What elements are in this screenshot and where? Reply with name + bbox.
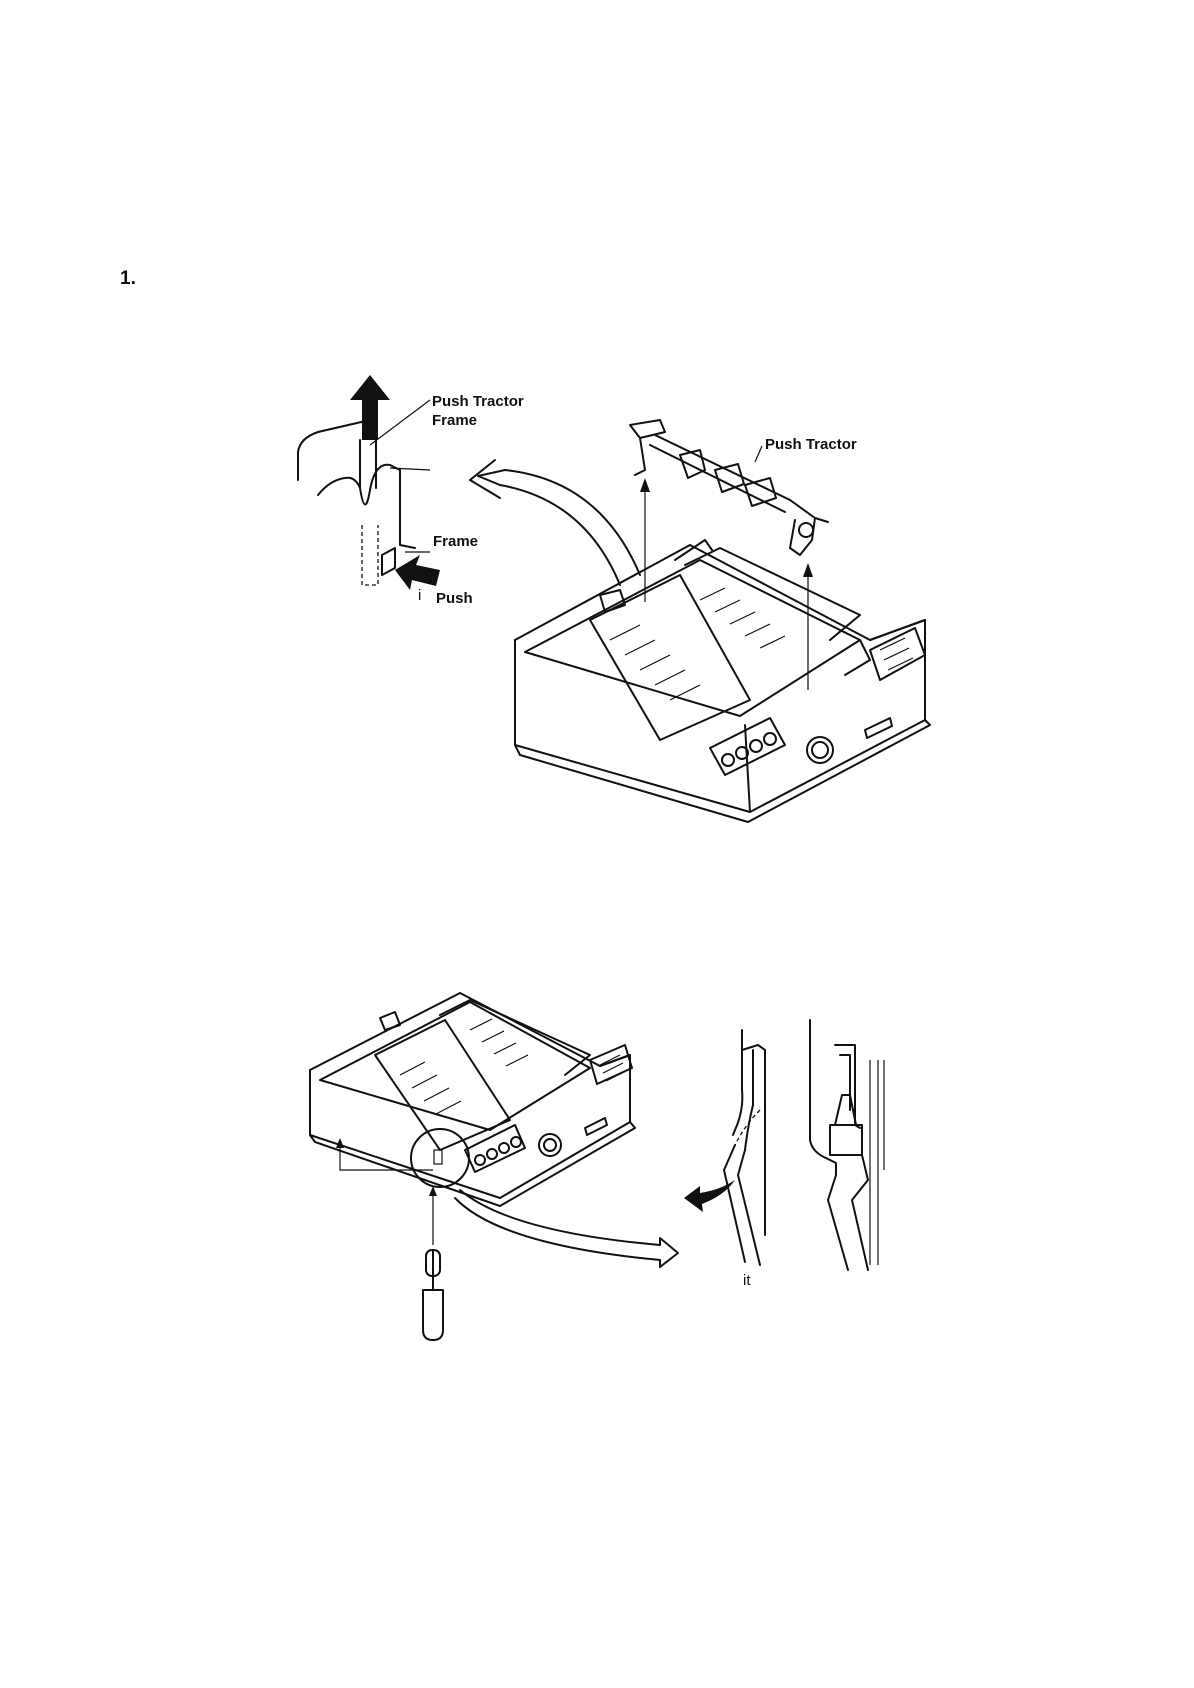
latch-detail-right xyxy=(810,1020,884,1270)
screwdriver-icon xyxy=(423,1186,443,1340)
label-detail-mark: it xyxy=(743,1272,751,1290)
latch-detail-left xyxy=(684,1030,765,1265)
printer-body-2 xyxy=(310,993,635,1206)
